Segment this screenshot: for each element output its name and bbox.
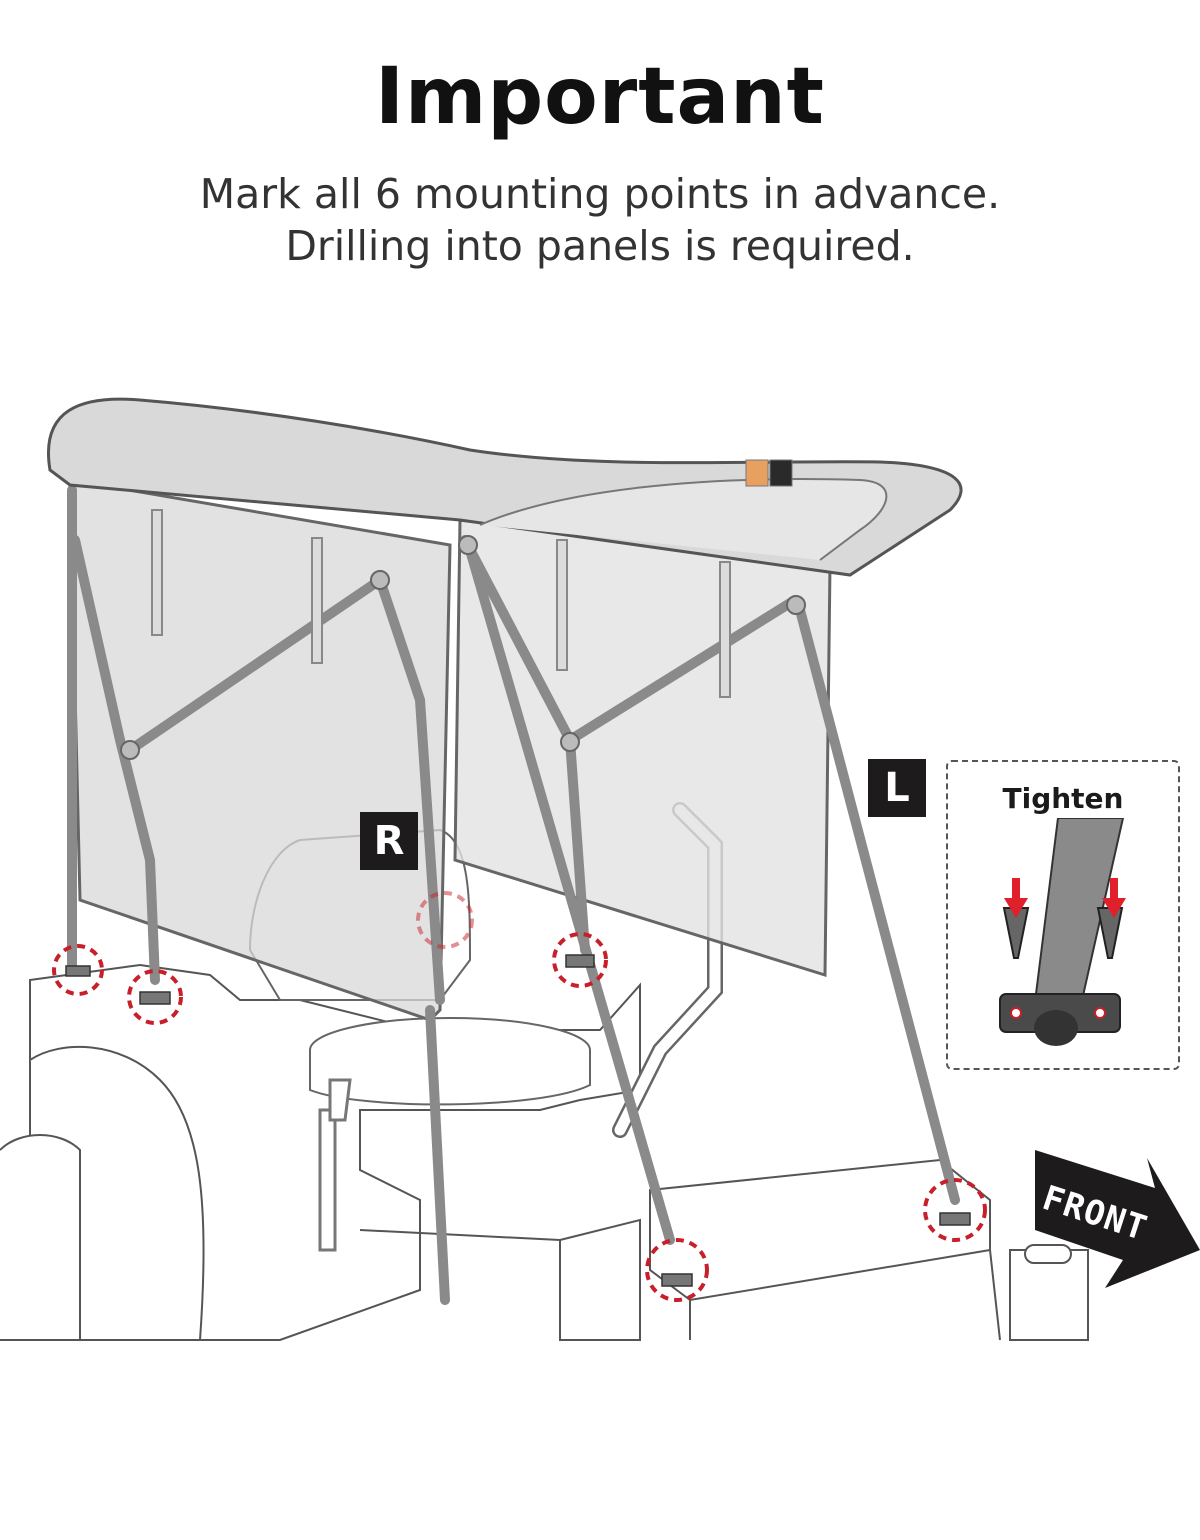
mounting-point-3 — [552, 932, 608, 988]
mounting-point-markers — [52, 891, 987, 1302]
arrow-down-icon — [1004, 878, 1126, 918]
front-direction-arrow — [1035, 1150, 1200, 1288]
tighten-diagram — [999, 818, 1126, 1046]
inset-title: Tighten — [1002, 782, 1124, 815]
canopy-illustration — [0, 397, 1089, 1341]
mounting-point-4 — [923, 1178, 987, 1242]
canopy-roof — [47, 397, 963, 577]
tighten-detail-inset: Tighten — [946, 760, 1180, 1070]
instruction-line-1: Mark all 6 mounting points in advance. — [199, 170, 1001, 218]
mounting-point-5 — [645, 1238, 709, 1302]
right-side-badge: R — [360, 812, 418, 870]
instruction-line-2: Drilling into panels is required. — [285, 222, 915, 270]
panel-straps — [151, 509, 731, 698]
left-side-panel — [453, 518, 832, 978]
throttle-lever — [318, 1078, 352, 1252]
left-side-badge: L — [868, 759, 926, 817]
mounting-point-1 — [52, 944, 104, 996]
page-title: Important — [375, 52, 825, 142]
mounting-point-2 — [127, 969, 183, 1025]
mounting-point-6 — [416, 891, 474, 949]
